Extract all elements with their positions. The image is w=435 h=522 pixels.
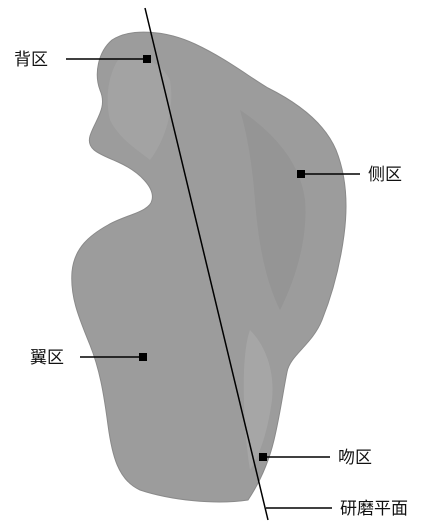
marker-wing bbox=[139, 353, 147, 361]
label-wing: 翼区 bbox=[30, 348, 64, 368]
marker-side bbox=[297, 170, 305, 178]
marker-lip bbox=[259, 453, 267, 461]
label-side: 侧区 bbox=[368, 165, 402, 185]
label-back: 背区 bbox=[14, 50, 48, 70]
label-grinding-plane: 研磨平面 bbox=[340, 499, 408, 519]
label-lip: 吻区 bbox=[338, 448, 372, 468]
specimen-body bbox=[72, 32, 346, 502]
marker-back bbox=[143, 55, 151, 63]
